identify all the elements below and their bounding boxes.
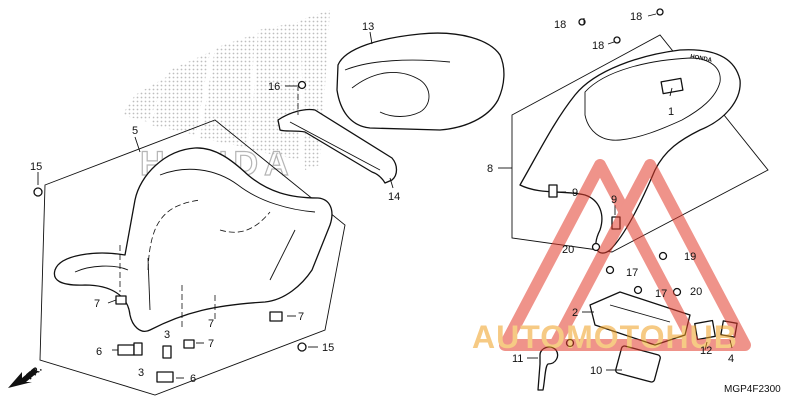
callout-label: 7 [208,318,214,330]
callout-label: 11 [512,353,523,365]
grab-rail [277,85,398,184]
automotohub-watermark-text: AUTOMOTOHUB [472,319,738,355]
rear-cowl-insert [660,77,684,95]
callout-label: 14 [388,191,400,203]
rear-cowl-frame [511,34,769,253]
callout-labels: 1 2 3 3 4 5 6 6 7 7 7 7 8 9 9 10 11 12 1… [30,11,734,385]
callout-label: 3 [138,367,144,379]
callout-label: 17 [626,267,638,279]
callout-label: 13 [362,21,374,33]
callout-label: 9 [572,187,578,199]
callout-label: 4 [728,353,734,365]
callout-label: 6 [190,373,196,385]
automotohub-watermark: AUTOMOTOHUB [472,159,751,355]
callout-label: 16 [268,81,280,93]
rear-cowl: HONDA [519,49,741,254]
callout-label: 3 [164,329,170,341]
callout-label: 15 [30,161,42,173]
callout-label: 2 [572,307,578,319]
seat-lock-clip [694,319,716,341]
diagram-code: MGP4F2300 [724,384,781,395]
callout-label: 7 [208,338,214,350]
callout-label: 1 [668,106,674,118]
callout-label: 12 [700,345,712,357]
front-direction-arrow: FR. [8,363,44,388]
callout-label: 7 [298,311,304,323]
callout-label: 20 [690,286,702,298]
front-seat-frame [39,119,346,396]
callout-label: 15 [322,342,334,354]
rear-cowl-brand-text: HONDA [690,54,713,64]
callout-label: 6 [96,346,102,358]
callout-label: 20 [562,244,574,256]
rear-seat [336,32,505,131]
callout-label: 7 [94,298,100,310]
callout-label: 9 [611,194,617,206]
callout-label: 19 [684,251,696,263]
front-seat [53,147,333,332]
callout-label: 10 [590,365,602,377]
callout-label: 18 [630,11,642,23]
callout-label: 5 [132,125,138,137]
callout-label: 18 [592,40,604,52]
callout-label: 17 [655,288,667,300]
callout-label: 18 [554,19,566,31]
callout-label: 8 [487,163,493,175]
